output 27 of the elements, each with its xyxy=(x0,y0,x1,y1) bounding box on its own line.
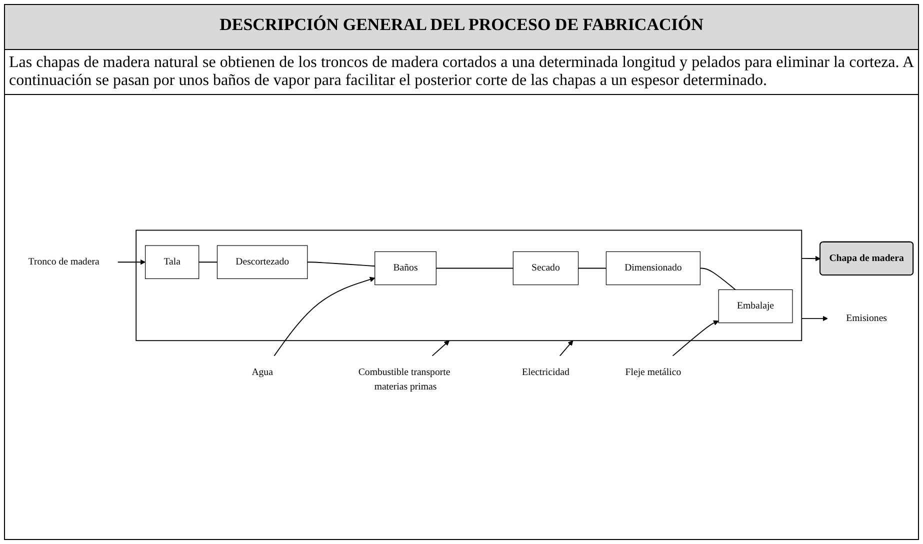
arrow xyxy=(801,316,828,322)
node-text: Emisiones xyxy=(846,313,887,324)
description-paragraph: Las chapas de madera natural se obtienen de los troncos de madera cortados a una determinada longitud y pelados para eliminar la corteza. A continuación se pasan por unos baños de vapor para facilitar el posterior corte de las chapas a un espesor determinado. xyxy=(5,50,918,95)
node-box: Baños xyxy=(374,251,436,286)
connector xyxy=(436,268,514,269)
arrow xyxy=(117,259,146,265)
connector xyxy=(700,268,736,290)
arrow xyxy=(274,276,376,356)
cluster xyxy=(136,230,802,342)
arrow xyxy=(672,320,719,356)
node-box: Tala xyxy=(145,245,200,279)
node-box: Secado xyxy=(512,251,579,286)
connector xyxy=(578,268,607,269)
connector xyxy=(306,262,376,267)
node-box: Descortezado xyxy=(216,245,308,279)
arrow xyxy=(801,256,821,262)
node-text: Tronco de madera xyxy=(28,256,100,268)
connector xyxy=(198,262,218,263)
node-text: Fleje metálico xyxy=(625,366,682,378)
node-text: Electricidad xyxy=(522,366,570,378)
node-text: Combustible transporte materias primas xyxy=(358,366,450,392)
node-box: Dimensionado xyxy=(606,251,701,286)
title-heading: DESCRIPCIÓN GENERAL DEL PROCESO DE FABRICACIÓN xyxy=(5,5,918,50)
node-text: Agua xyxy=(252,366,273,378)
arrow xyxy=(559,340,574,356)
node-box: Embalaje xyxy=(718,289,793,324)
arrow xyxy=(432,340,450,356)
